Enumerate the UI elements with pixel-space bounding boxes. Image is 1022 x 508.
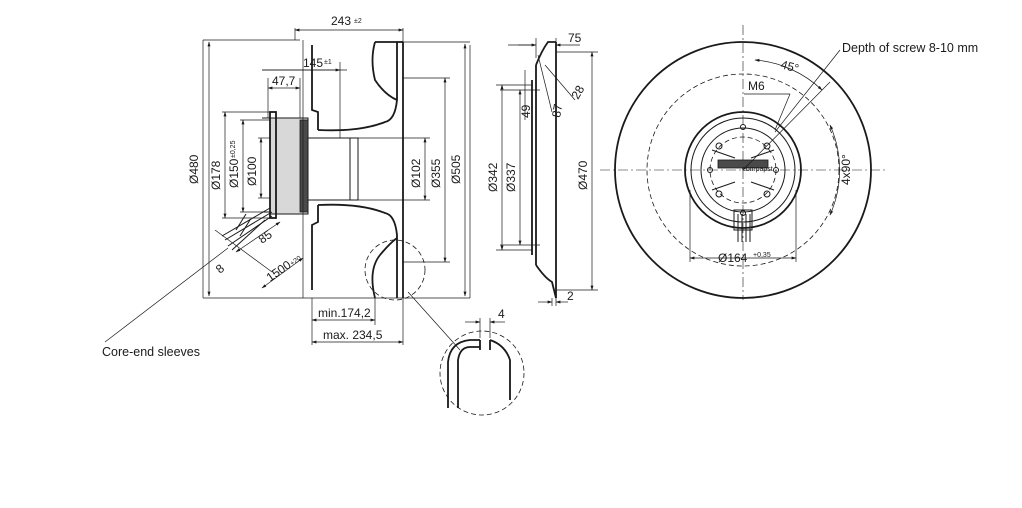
detail-dim-4: 4 — [498, 307, 505, 321]
core-end-label: Core-end sleeves — [102, 345, 200, 359]
dia-480: Ø480 — [187, 154, 201, 184]
angle-4x90: 4x90° — [839, 154, 853, 185]
cable-85: 85 — [256, 227, 275, 246]
front-view: ebmpapst Ø164 +0,35 45° 4x90° M6 Depth o… — [600, 25, 978, 300]
rotor-band — [299, 119, 309, 213]
dia-337: Ø337 — [504, 162, 518, 192]
motor-outer — [684, 111, 802, 229]
mount-plate — [269, 111, 277, 219]
motor-hub — [307, 137, 359, 201]
bolt-circle-outer — [646, 73, 840, 267]
bolt-circle-inner — [709, 136, 777, 204]
outer-ring — [614, 41, 872, 299]
dia-102: Ø102 — [409, 158, 423, 188]
dia-150-tol: ±0,25 — [230, 140, 237, 158]
brand-plate — [717, 159, 769, 169]
dia-355: Ø355 — [429, 158, 443, 188]
dim-49: 49 — [519, 104, 533, 118]
dia-100: Ø100 — [245, 156, 259, 186]
dia-164-tol: +0,35 — [753, 252, 771, 259]
cable-outlet — [733, 209, 753, 242]
angle-45: 45° — [779, 57, 800, 75]
dim-145: 145 — [303, 56, 323, 70]
dia-164: Ø164 — [718, 251, 748, 265]
rotor-face: ebmpapst — [711, 149, 775, 191]
dim-243-tol: ±2 — [354, 18, 362, 25]
thread-m6: M6 — [748, 79, 765, 93]
section-view: Ø342 Ø337 Ø470 75 49 87 28 2 — [486, 31, 598, 306]
dim-243: 243 — [331, 14, 351, 28]
dim-min-174: min.174,2 — [318, 306, 371, 320]
detail-marker-circle — [364, 239, 426, 301]
dim-max-234: max. 234,5 — [323, 328, 383, 342]
dim-75: 75 — [568, 31, 582, 45]
dim-28: 28 — [568, 83, 587, 102]
dia-342: Ø342 — [486, 162, 500, 192]
dim-145-tol: ±1 — [324, 59, 332, 66]
cable-8: 8 — [213, 261, 227, 276]
dim-2: 2 — [567, 289, 574, 303]
dia-470: Ø470 — [576, 160, 590, 190]
side-view: 243 ±2 145 ±1 47,7 Ø480 Ø178 Ø150 ±0,25 … — [102, 14, 471, 359]
dim-87: 87 — [549, 103, 565, 119]
screw-depth-label: Depth of screw 8-10 mm — [842, 41, 978, 55]
dia-150: Ø150 — [227, 158, 241, 188]
brand-logo: ebmpapst — [742, 166, 773, 173]
detail-circle — [439, 330, 525, 416]
dia-178: Ø178 — [209, 160, 223, 190]
dia-505: Ø505 — [449, 154, 463, 184]
cable-1500-tol: +20 — [289, 255, 303, 268]
dim-47-7: 47,7 — [272, 74, 296, 88]
detail-view: 4 — [439, 307, 525, 416]
motor-ring — [690, 117, 796, 223]
motor-inner — [700, 127, 786, 213]
